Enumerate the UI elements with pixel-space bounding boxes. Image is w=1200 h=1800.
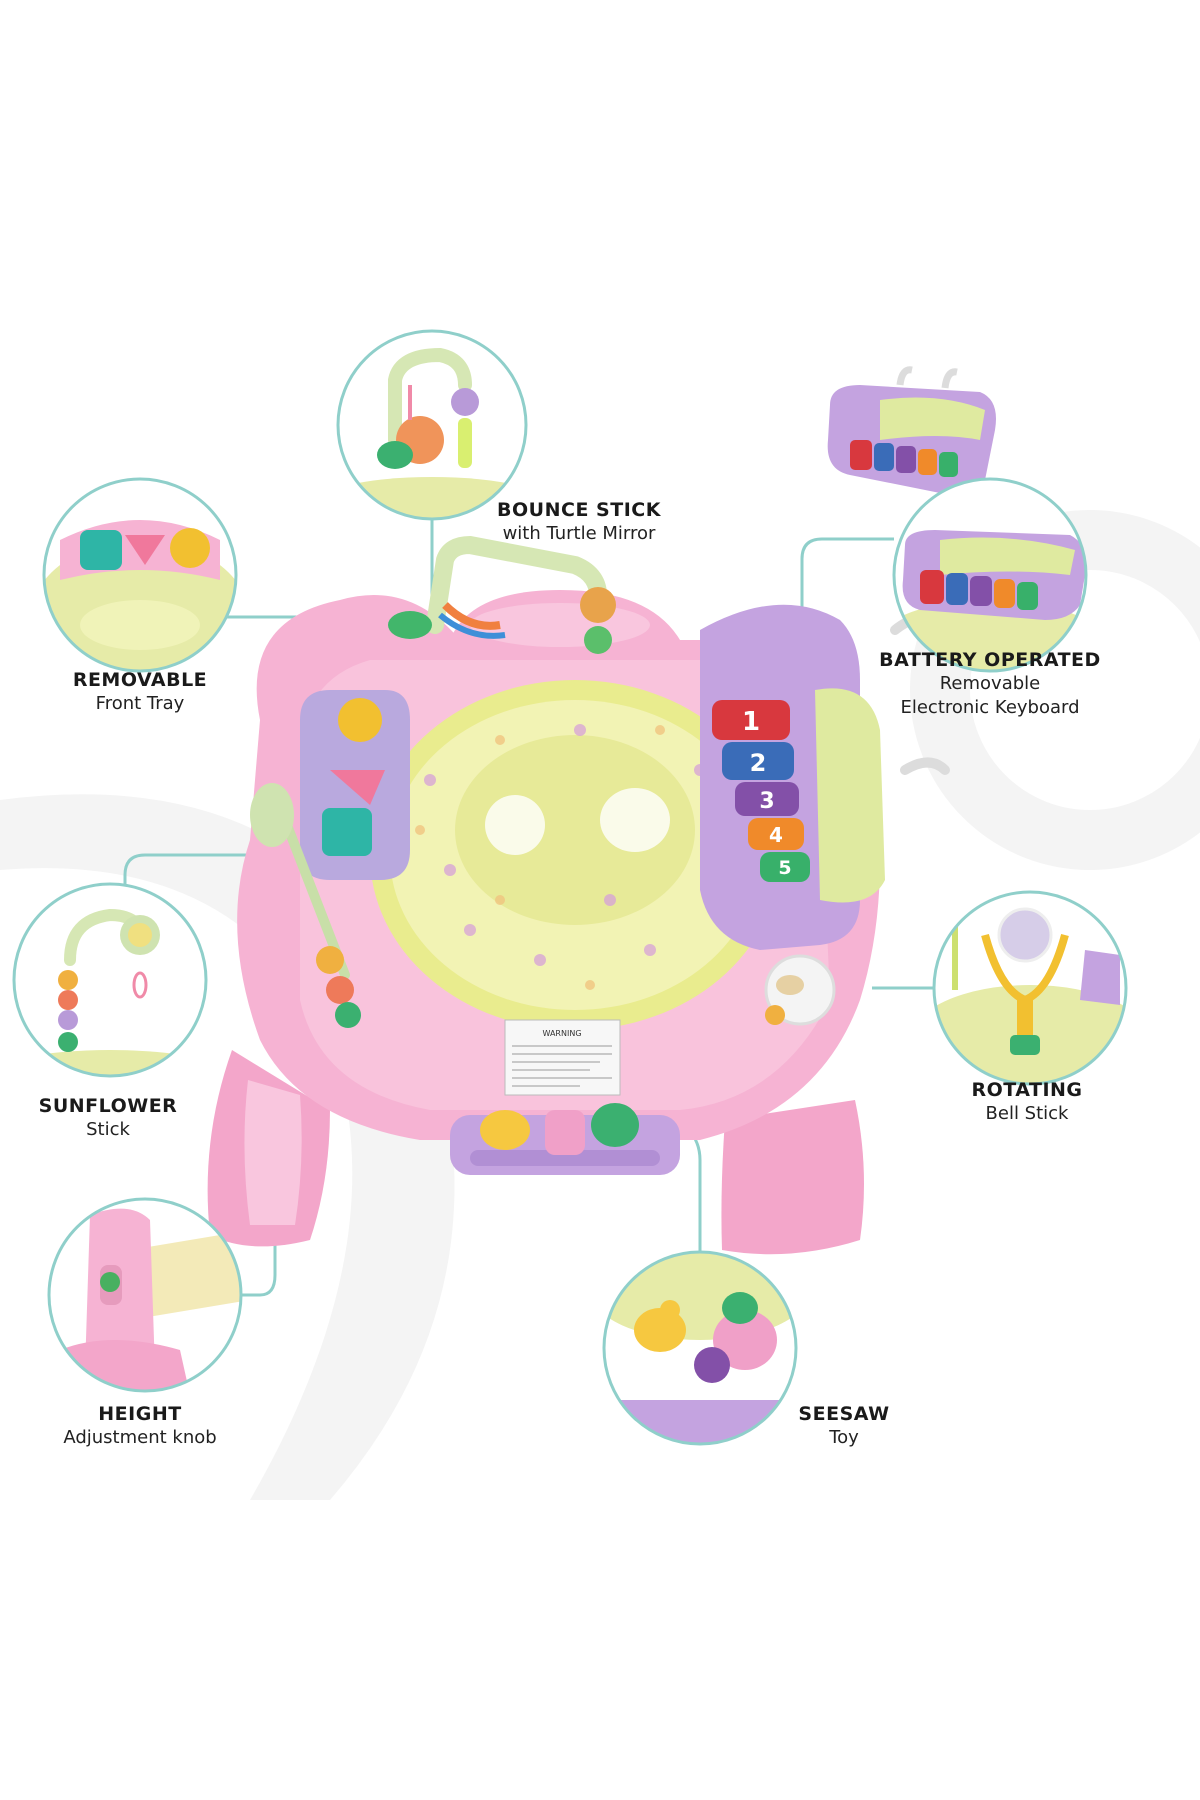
label-battery-keyboard: BATTERY OPERATED Removable Electronic Ke… — [830, 648, 1150, 720]
callout-keyboard-image — [892, 477, 1088, 673]
removable-tray-title: REMOVABLE — [72, 669, 208, 691]
label-sunflower-stick: SUNFLOWER Stick — [0, 1094, 268, 1142]
seesaw-subtitle: Toy — [829, 1427, 859, 1448]
electronic-keyboard: 1 2 3 4 5 — [700, 604, 950, 950]
removable-tray-subtitle: Front Tray — [95, 693, 185, 714]
bounce-stick-subtitle: with Turtle Mirror — [502, 523, 656, 544]
key-4: 4 — [769, 823, 783, 847]
bounce-stick — [388, 535, 616, 654]
sunflower-stick — [250, 783, 361, 1028]
label-rotating-bell: ROTATING Bell Stick — [867, 1078, 1187, 1126]
key-5: 5 — [778, 857, 791, 879]
callout-removable-tray-image — [42, 477, 238, 673]
activity-center-illustration: WARNING — [207, 535, 950, 1255]
height-knob-title: HEIGHT — [98, 1403, 182, 1425]
key-2: 2 — [750, 749, 767, 777]
label-bounce-stick: BOUNCE STICK with Turtle Mirror — [419, 498, 739, 546]
rotating-bell-stick — [764, 954, 836, 1026]
seesaw-title: SEESAW — [798, 1403, 890, 1425]
callout-bounce-stick-image — [336, 329, 528, 521]
sunflower-stick-subtitle: Stick — [86, 1119, 130, 1140]
key-1: 1 — [742, 707, 760, 737]
rotating-bell-subtitle: Bell Stick — [985, 1103, 1069, 1124]
callout-height-knob-image — [47, 1197, 243, 1393]
label-removable-tray: REMOVABLE Front Tray — [0, 668, 300, 716]
front-tray — [300, 690, 410, 880]
sunflower-stick-title: SUNFLOWER — [38, 1095, 178, 1117]
key-3: 3 — [759, 789, 774, 814]
callout-bell-image — [932, 890, 1128, 1086]
seesaw-toy — [450, 1103, 680, 1175]
warning-label: WARNING — [542, 1029, 581, 1038]
label-height-knob: HEIGHT Adjustment knob — [0, 1402, 300, 1450]
battery-keyboard-subtitle-1: Removable — [939, 673, 1041, 694]
label-seesaw: SEESAW Toy — [684, 1402, 1004, 1450]
battery-keyboard-subtitle-2: Electronic Keyboard — [900, 697, 1080, 718]
bounce-stick-title: BOUNCE STICK — [497, 499, 661, 521]
height-knob-subtitle: Adjustment knob — [63, 1427, 217, 1448]
keyboard-keys: 1 2 3 4 5 — [712, 700, 810, 882]
battery-keyboard-title: BATTERY OPERATED — [879, 649, 1101, 671]
rotating-bell-title: ROTATING — [971, 1079, 1083, 1101]
keyboard-removed-image — [827, 366, 996, 495]
